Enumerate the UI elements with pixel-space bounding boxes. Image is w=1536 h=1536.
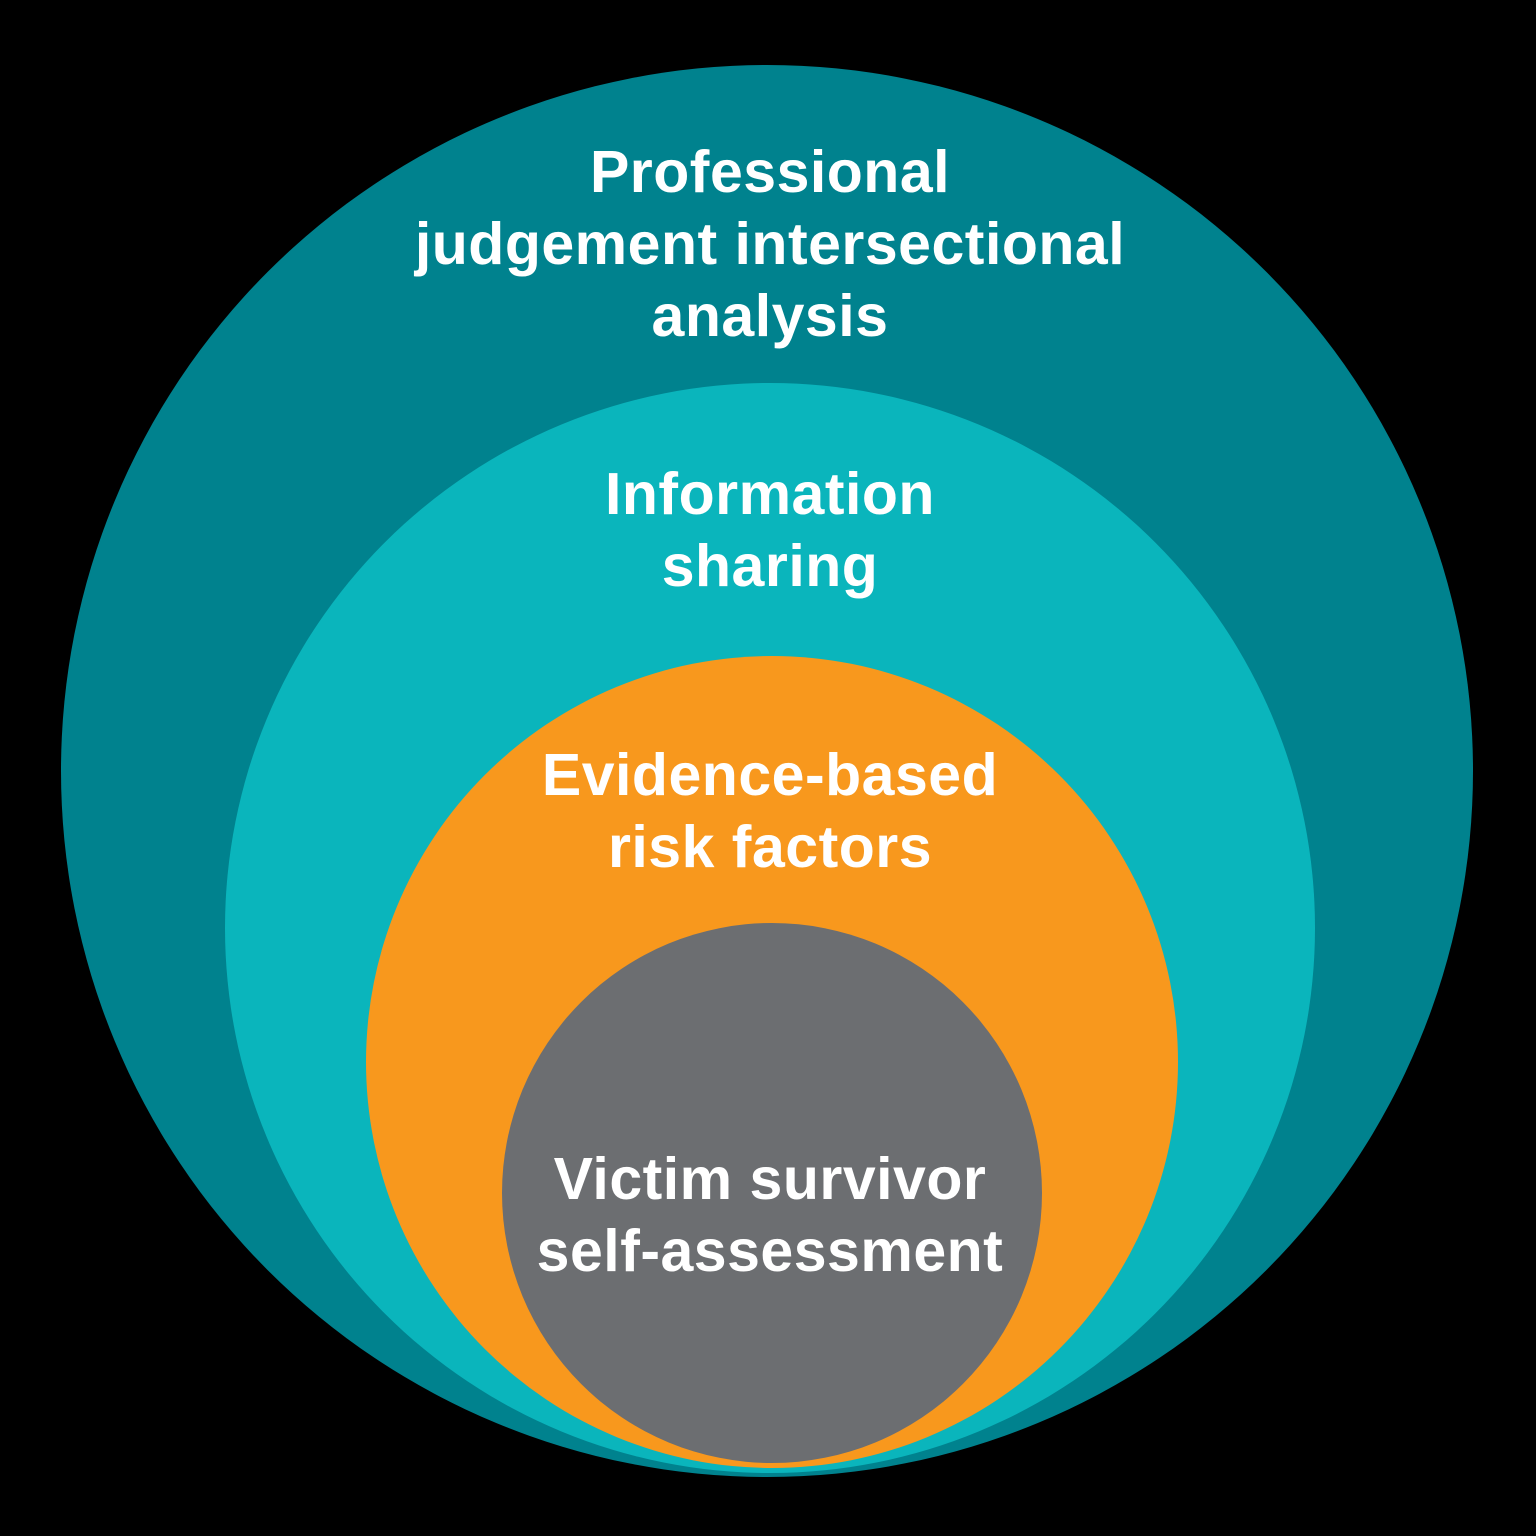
label-evidence-based-risk-factors: Evidence-based risk factors [541,742,999,880]
label-professional-judgement-intersectional-analysis: Professional judgement intersectional an… [414,139,1126,349]
label-victim-survivor-self-assessment: Victim survivor self-assessment [536,1146,1004,1284]
circle-victim-survivor-self-assessment [502,923,1042,1463]
label-information-sharing: Information sharing [605,461,935,599]
